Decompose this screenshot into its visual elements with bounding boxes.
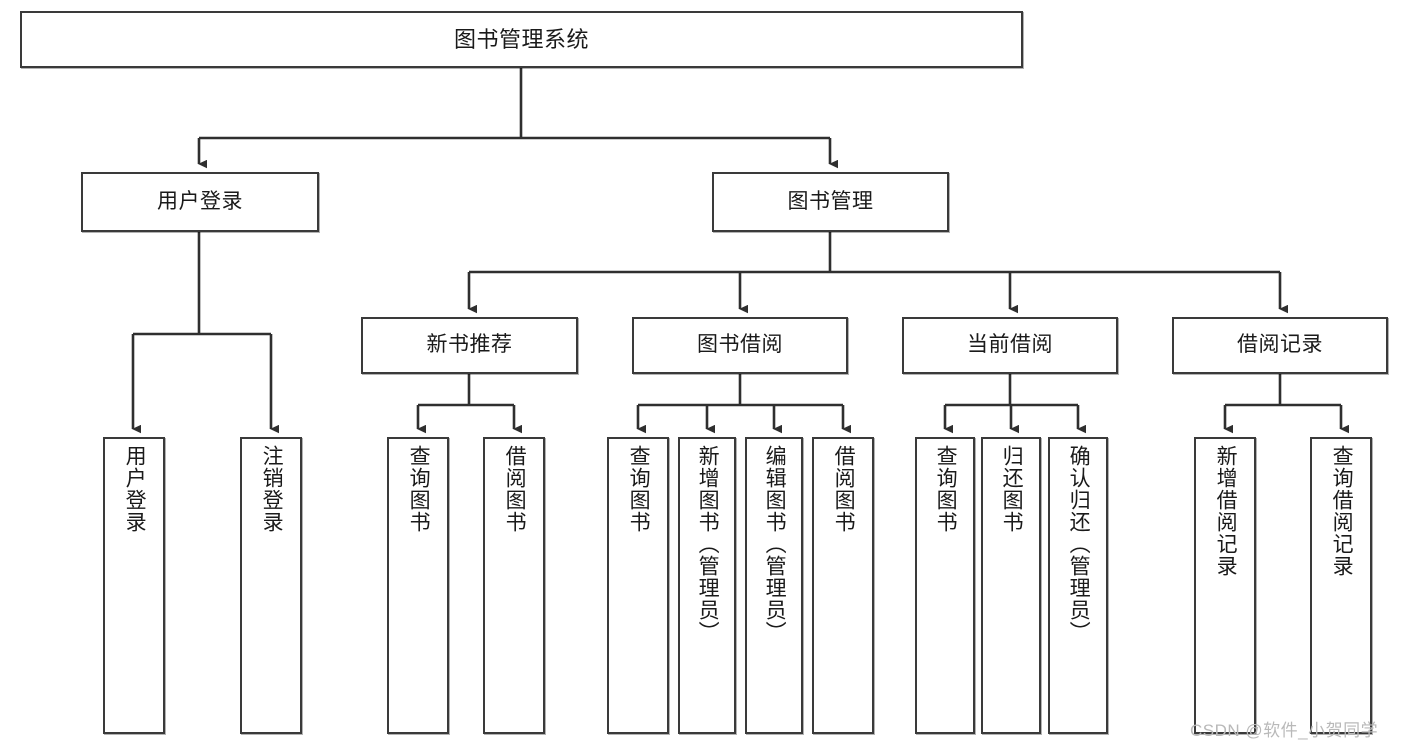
node-label: 新书推荐 — [426, 333, 513, 357]
node-label: 用户登录 — [157, 189, 243, 213]
leaf-node[interactable]: 借阅图书 — [812, 437, 874, 734]
leaf-node[interactable]: 编辑图书（管理员） — [745, 437, 803, 734]
leaf-node[interactable]: 借阅图书 — [483, 437, 545, 734]
node-label: 图书管理 — [787, 189, 874, 213]
node-current-borrow[interactable]: 当前借阅 — [902, 317, 1118, 374]
leaf-node[interactable]: 新增图书（管理员） — [678, 437, 736, 734]
node-label: 查询借阅记录 — [1330, 445, 1354, 577]
leaf-node[interactable]: 查询借阅记录 — [1310, 437, 1372, 734]
node-label: 查询图书 — [407, 445, 431, 533]
csdn-watermark: CSDN @软件_小贺同学 — [1190, 721, 1379, 740]
node-label: 用户登录 — [123, 445, 147, 533]
leaf-node[interactable]: 确认归还（管理员） — [1048, 437, 1108, 734]
leaf-node[interactable]: 查询图书 — [915, 437, 975, 734]
node-label: 查询图书 — [934, 445, 958, 533]
node-label: 当前借阅 — [967, 333, 1053, 357]
leaf-node[interactable]: 新增借阅记录 — [1194, 437, 1256, 734]
node-book-borrow[interactable]: 图书借阅 — [632, 317, 848, 374]
leaf-node[interactable]: 用户登录 — [103, 437, 165, 734]
node-label: 归还图书 — [1000, 445, 1024, 533]
node-label: 新增借阅记录 — [1214, 445, 1238, 577]
node-label: 图书借阅 — [697, 333, 783, 357]
node-user-login[interactable]: 用户登录 — [81, 172, 319, 232]
node-borrow-record[interactable]: 借阅记录 — [1172, 317, 1388, 374]
leaf-node[interactable]: 注销登录 — [240, 437, 302, 734]
node-label: 借阅图书 — [832, 445, 856, 533]
node-label: 图书管理系统 — [453, 26, 589, 52]
node-label: 确认归还（管理员） — [1067, 445, 1091, 643]
node-label: 借阅记录 — [1237, 333, 1323, 357]
node-book-management[interactable]: 图书管理 — [712, 172, 949, 232]
node-new-book-recommend[interactable]: 新书推荐 — [361, 317, 578, 374]
leaf-node[interactable]: 查询图书 — [387, 437, 449, 734]
leaf-node[interactable]: 查询图书 — [607, 437, 669, 734]
node-label: 查询图书 — [627, 445, 651, 533]
node-label: 编辑图书（管理员） — [763, 445, 787, 643]
node-root-system[interactable]: 图书管理系统 — [20, 11, 1023, 68]
node-label: 借阅图书 — [503, 445, 527, 533]
node-label: 新增图书（管理员） — [696, 445, 720, 643]
leaf-node[interactable]: 归还图书 — [981, 437, 1041, 734]
node-label: 注销登录 — [260, 445, 284, 533]
